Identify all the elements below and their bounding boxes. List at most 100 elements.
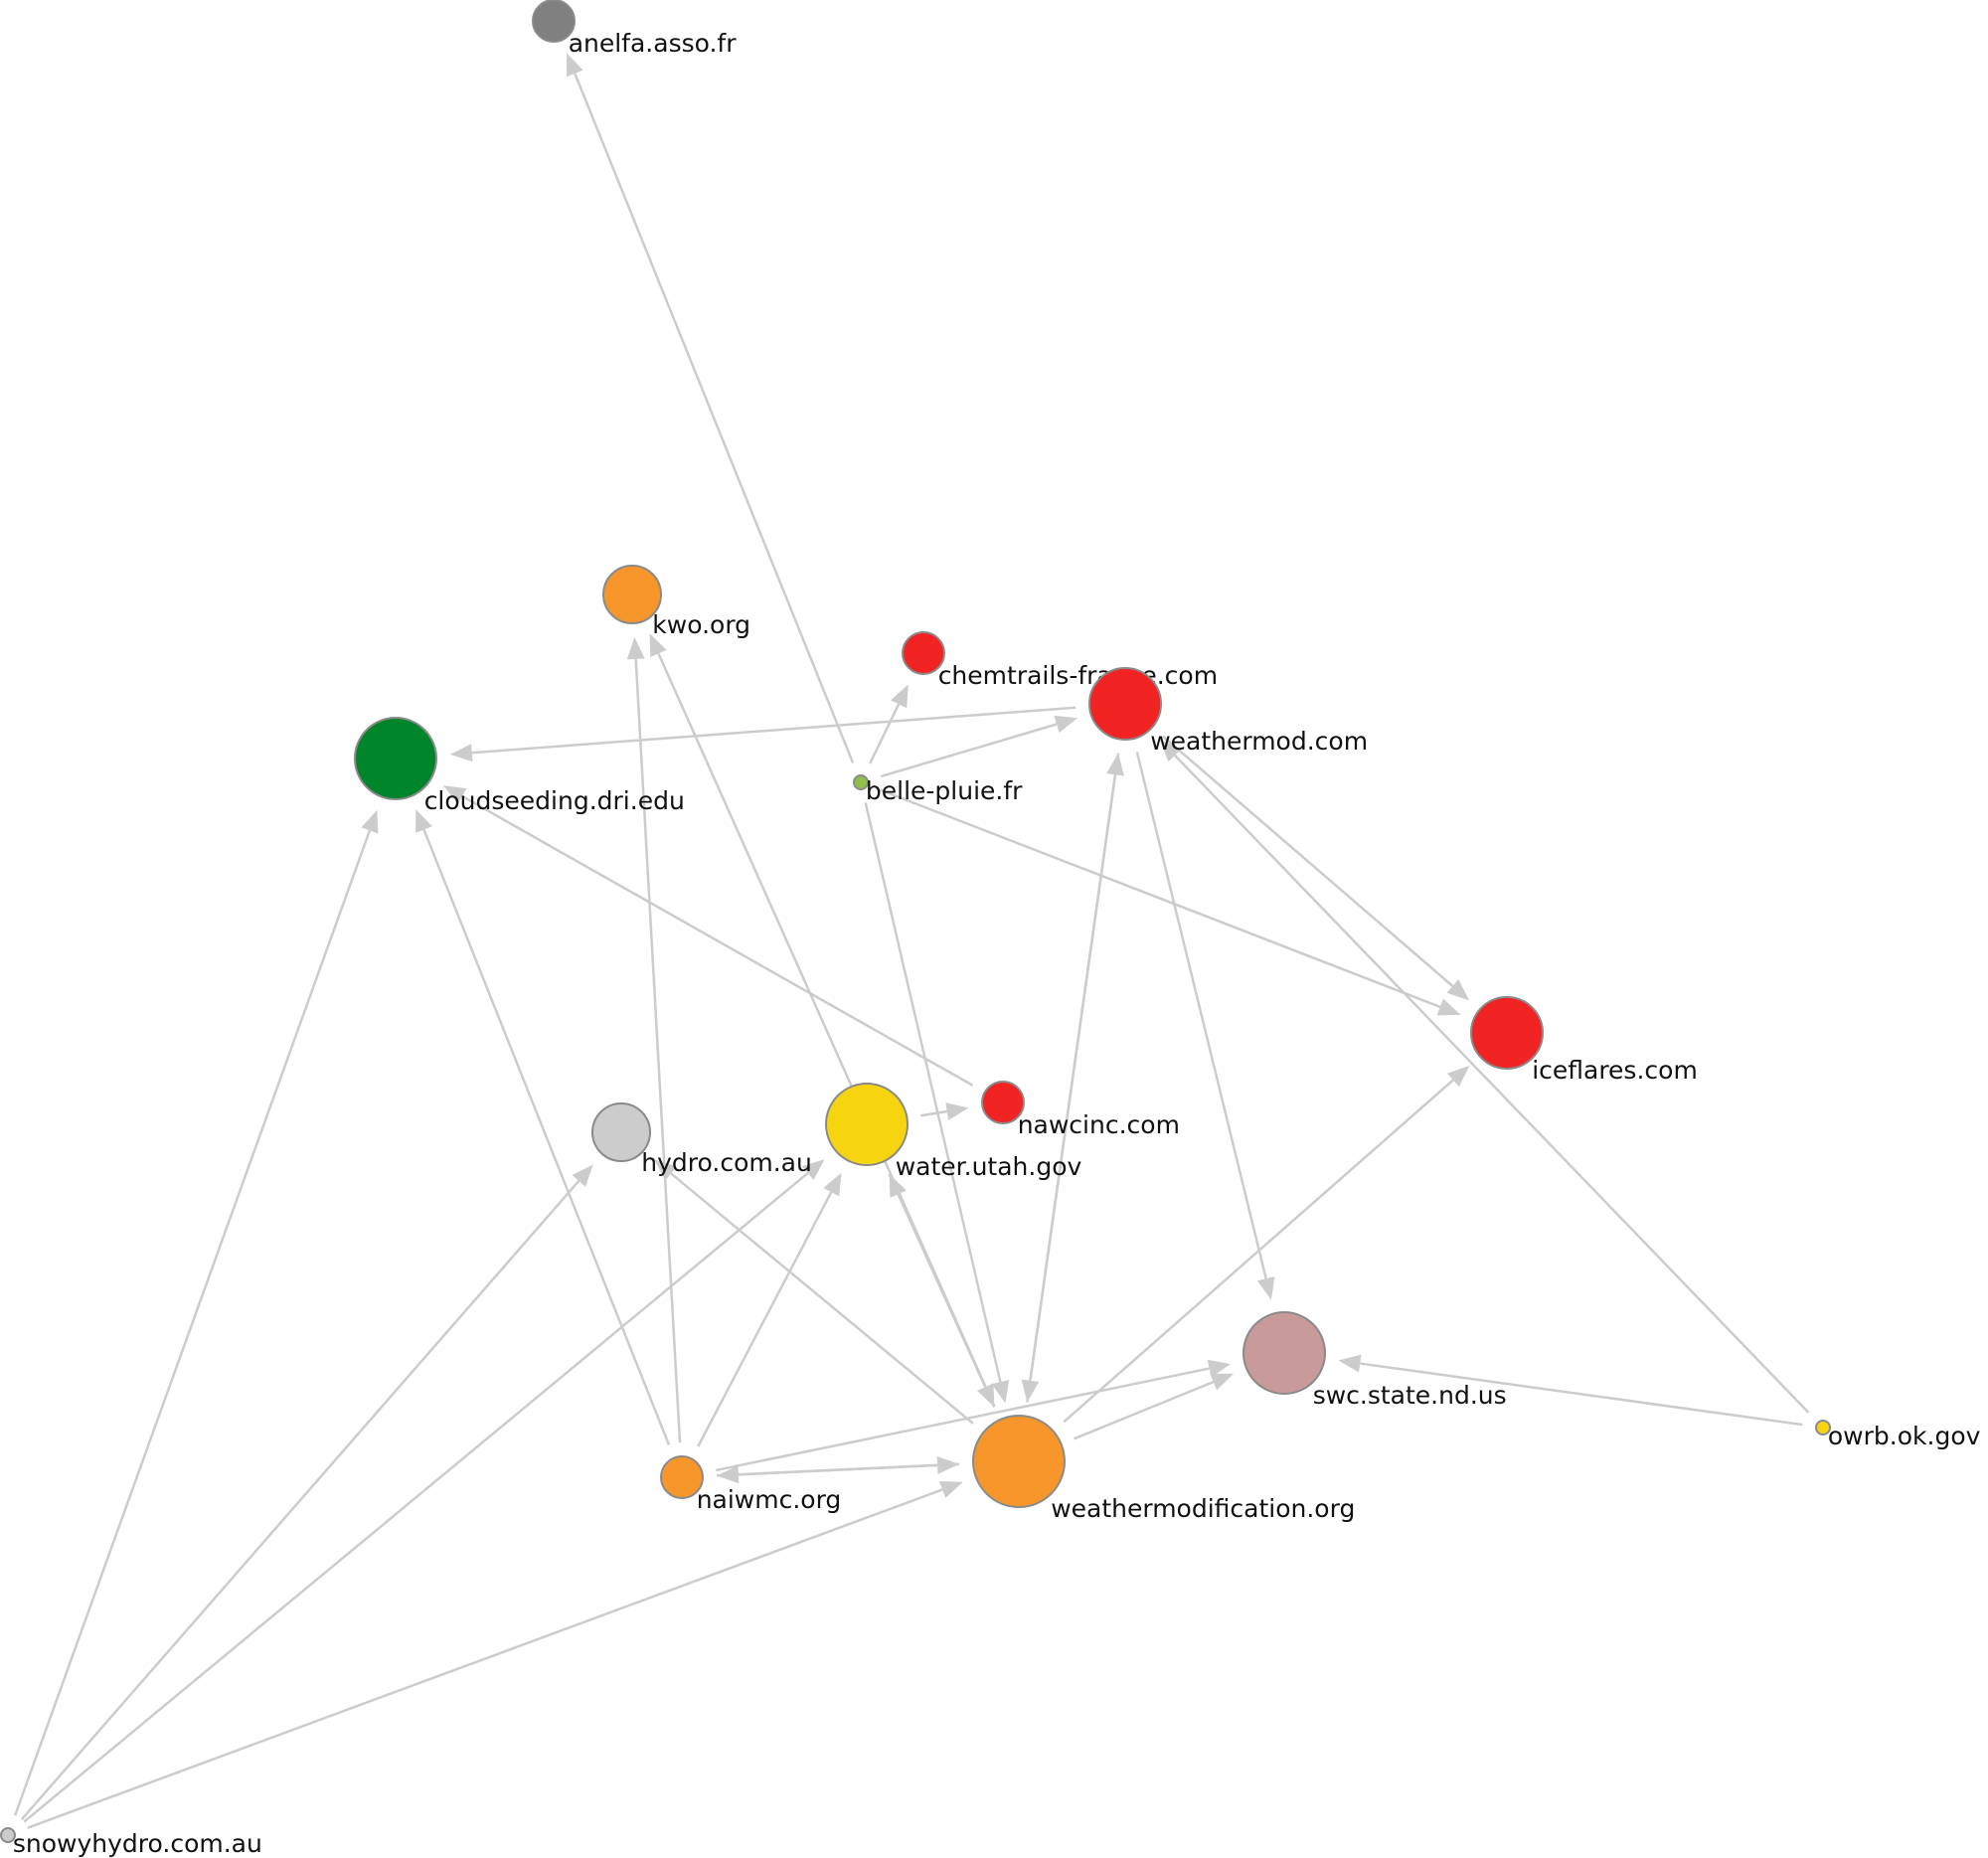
edge-weathermod-to-cloudseeding: [449, 706, 1077, 762]
arrowhead: [1338, 1354, 1362, 1373]
edge-snowyhydro-to-cloudseeding: [13, 809, 379, 1816]
arrowhead: [566, 53, 583, 78]
edge-line: [574, 73, 855, 763]
arrowhead: [361, 809, 379, 834]
arrowhead: [649, 633, 667, 658]
arrowhead: [823, 1172, 842, 1197]
node-owrb[interactable]: owrb.ok.gov: [1815, 1420, 1981, 1450]
edge-line: [422, 829, 671, 1445]
node-kwo[interactable]: kwo.org: [602, 565, 750, 639]
edge-naiwmc-to-kwo: [626, 636, 682, 1443]
node-circle[interactable]: [981, 1081, 1025, 1124]
node-label: iceflares.com: [1532, 1056, 1698, 1085]
node-label: snowyhydro.com.au: [13, 1829, 262, 1858]
node-weathermodification[interactable]: weathermodification.org: [972, 1415, 1355, 1523]
node-label: weathermod.com: [1150, 727, 1368, 756]
node-iceflares[interactable]: iceflares.com: [1470, 996, 1698, 1085]
edge-line: [1174, 754, 1810, 1414]
arrowhead: [938, 1480, 963, 1498]
node-label: nawcinc.com: [1018, 1110, 1180, 1139]
edge-line: [880, 788, 1441, 1009]
arrowhead: [1207, 1359, 1232, 1378]
edge-waterutah-to-weathermodification: [888, 1173, 995, 1408]
node-weathermod[interactable]: weathermod.com: [1088, 667, 1368, 756]
node-circle[interactable]: [853, 774, 869, 790]
edges-layer: [13, 53, 1810, 1829]
edge-line: [716, 1463, 938, 1477]
arrowhead: [1256, 1276, 1275, 1300]
edge-weathermod-to-iceflares: [1162, 735, 1470, 1001]
edge-bellepluie-to-iceflares: [880, 788, 1461, 1016]
edge-waterutah-to-nawcinc: [920, 1102, 969, 1120]
edge-line: [716, 1367, 1210, 1472]
node-circle[interactable]: [532, 0, 576, 43]
edge-line: [471, 706, 1077, 755]
arrowhead: [1446, 979, 1470, 1001]
node-circle[interactable]: [972, 1415, 1066, 1508]
arrowhead: [1210, 1373, 1235, 1391]
edge-line: [920, 1109, 947, 1117]
edge-snowyhydro-to-waterutah: [23, 1159, 825, 1823]
arrowhead: [415, 809, 432, 833]
edge-line: [27, 1488, 943, 1829]
node-waterutah[interactable]: water.utah.gov: [825, 1083, 1082, 1181]
node-circle[interactable]: [591, 1102, 651, 1162]
node-circle[interactable]: [354, 717, 437, 800]
node-anelfa[interactable]: anelfa.asso.fr: [532, 0, 738, 58]
arrowhead: [572, 1164, 593, 1187]
edge-line: [1135, 752, 1267, 1279]
node-circle[interactable]: [660, 1455, 704, 1499]
node-circle[interactable]: [1242, 1311, 1326, 1395]
edge-weathermod-to-swc: [1135, 752, 1275, 1300]
arrowhead: [1021, 1379, 1040, 1403]
node-circle[interactable]: [602, 565, 662, 624]
node-circle[interactable]: [825, 1083, 909, 1166]
node-swc[interactable]: swc.state.nd.us: [1242, 1311, 1507, 1410]
edge-line: [697, 1191, 833, 1447]
node-label: anelfa.asso.fr: [569, 29, 738, 58]
node-circle[interactable]: [1815, 1420, 1831, 1436]
node-circle[interactable]: [902, 631, 945, 675]
node-circle[interactable]: [0, 1827, 16, 1843]
edge-owrb-to-weathermod: [1159, 739, 1810, 1414]
node-bellepluie[interactable]: belle-pluie.fr: [853, 774, 1023, 805]
edge-naiwmc-to-weathermodification: [716, 1455, 960, 1477]
arrowhead: [1436, 998, 1461, 1016]
arrowhead: [449, 744, 473, 762]
node-snowyhydro[interactable]: snowyhydro.com.au: [0, 1827, 262, 1858]
node-naiwmc[interactable]: naiwmc.org: [660, 1455, 842, 1514]
edge-line: [23, 1172, 809, 1823]
edge-naiwmc-to-swc: [716, 1359, 1232, 1472]
edge-weathermodification-to-hydro: [654, 1159, 974, 1425]
node-nawcinc[interactable]: nawcinc.com: [981, 1081, 1180, 1139]
edge-owrb-to-swc: [1338, 1354, 1803, 1427]
edge-weathermodification-to-swc: [1074, 1373, 1235, 1440]
arrowhead: [936, 1455, 960, 1474]
arrowhead: [1159, 739, 1182, 762]
node-label: swc.state.nd.us: [1313, 1381, 1507, 1410]
node-circle[interactable]: [1470, 996, 1544, 1070]
arrowhead: [1446, 1065, 1470, 1088]
arrowhead: [1054, 715, 1078, 734]
edge-bellepluie-to-anelfa: [566, 53, 855, 763]
edge-line: [13, 830, 372, 1816]
edge-line: [1026, 774, 1117, 1403]
node-chemtrails[interactable]: chemtrails-france.com: [902, 631, 1218, 690]
edge-line: [1074, 1380, 1215, 1440]
node-label: hydro.com.au: [641, 1148, 812, 1177]
edge-naiwmc-to-waterutah: [697, 1172, 842, 1447]
node-hydro[interactable]: hydro.com.au: [591, 1102, 812, 1177]
edge-line: [1360, 1362, 1803, 1427]
edge-line: [670, 1172, 974, 1425]
node-label: naiwmc.org: [697, 1485, 842, 1514]
edge-snowyhydro-to-weathermodification: [27, 1480, 963, 1829]
node-circle[interactable]: [1088, 667, 1162, 741]
edge-line: [1063, 1079, 1454, 1424]
edge-naiwmc-to-cloudseeding: [415, 809, 671, 1445]
arrowhead: [1106, 753, 1124, 776]
node-cloudseeding[interactable]: cloudseeding.dri.edu: [354, 717, 685, 815]
edge-line: [1162, 735, 1454, 987]
node-label: chemtrails-france.com: [938, 661, 1218, 690]
